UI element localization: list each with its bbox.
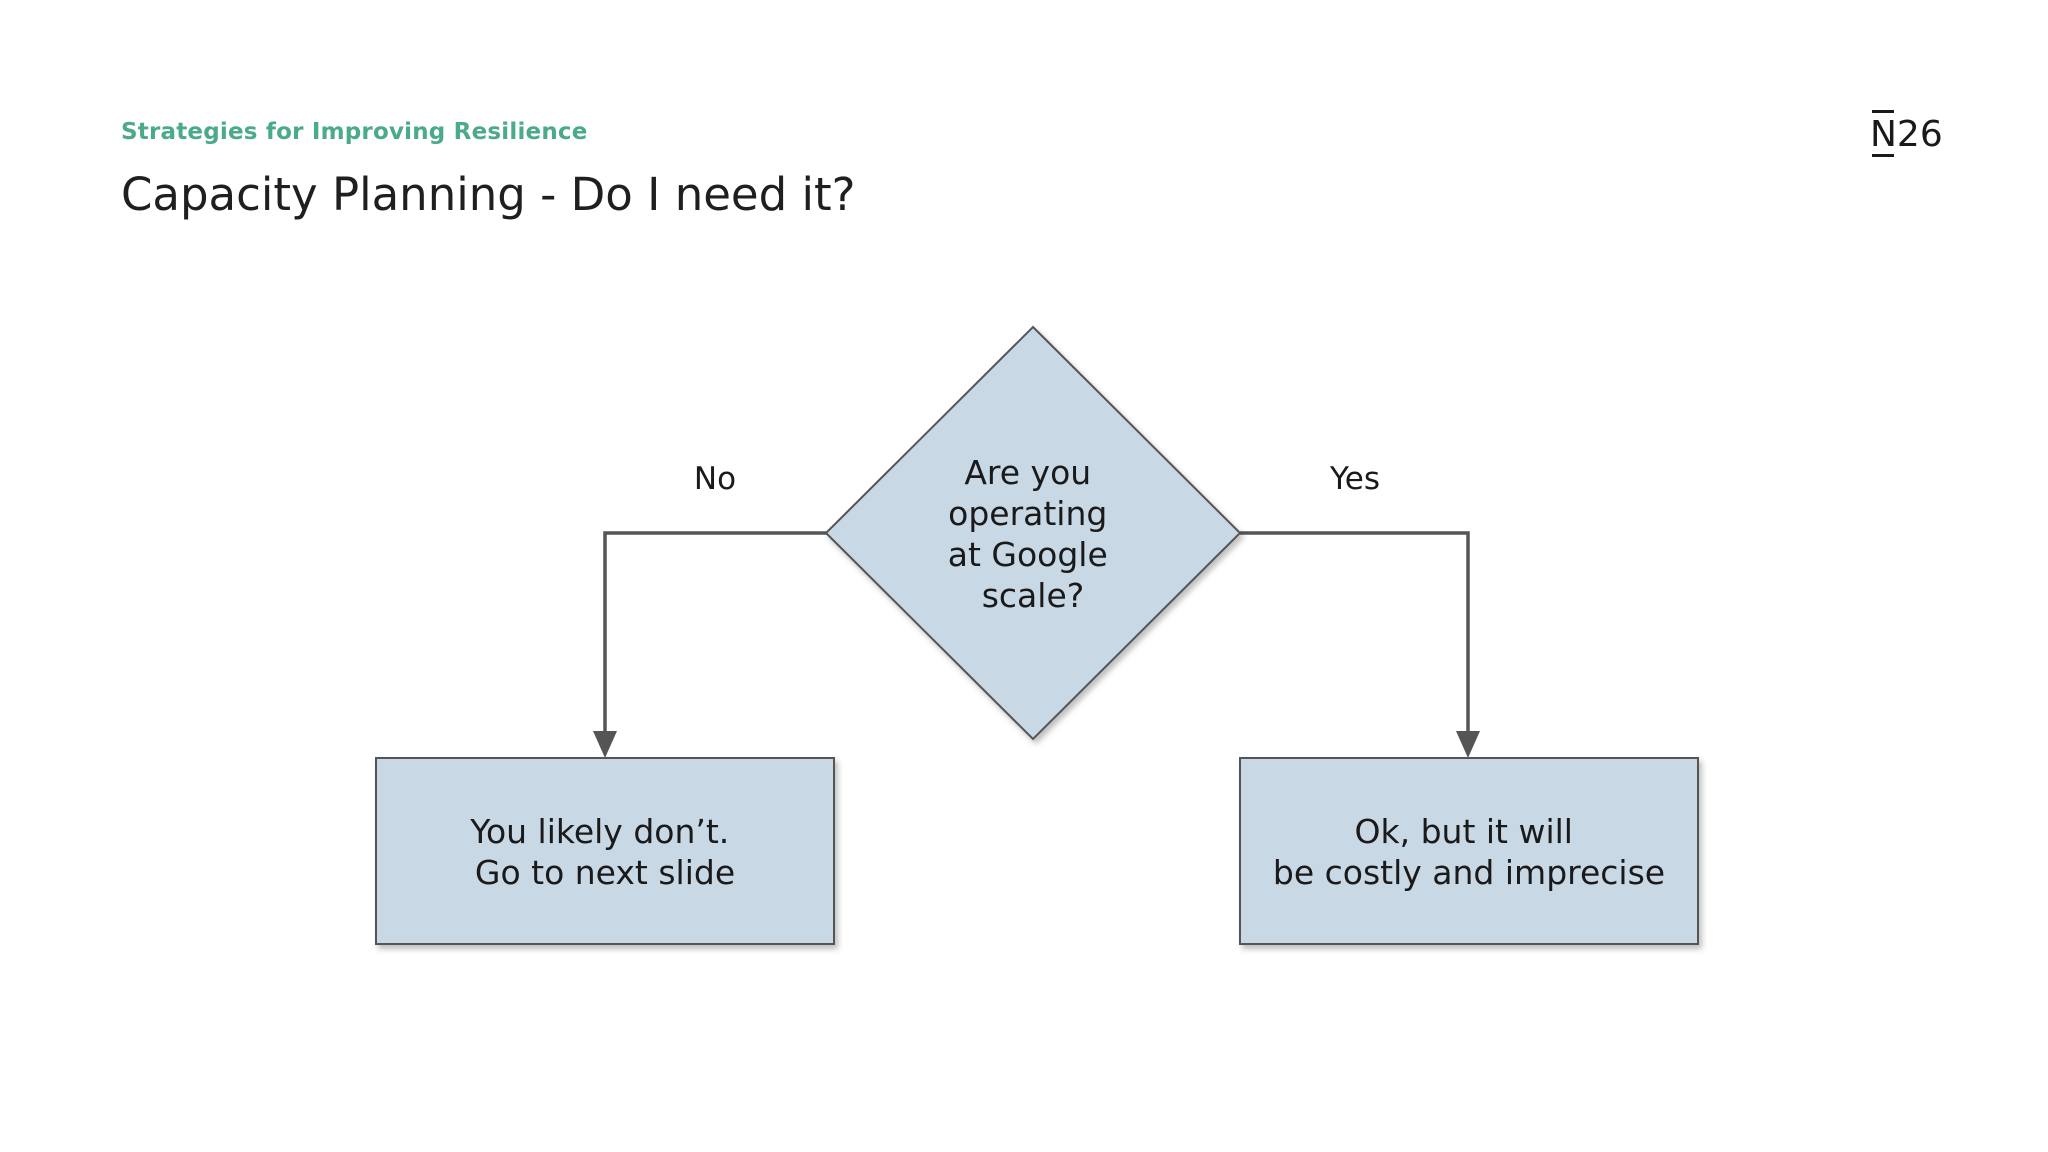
slide-title: Capacity Planning - Do I need it? [121,168,856,221]
branch-label-yes: Yes [1329,461,1380,497]
connector-no [603,531,828,742]
arrowhead-yes [1456,731,1480,758]
decision-diamond [824,325,1242,741]
decision-text: Are you operating at Google scale? [948,453,1119,615]
outcome-line: Go to next slide [475,853,735,892]
connector-yes [1240,531,1470,742]
arrowhead-no [593,731,617,758]
decision-line: Are you [964,453,1091,492]
outcome-line: be costly and imprecise [1273,853,1665,892]
decision-line: at Google [948,535,1108,574]
outcome-line: You likely don’t. [469,812,729,851]
outcome-line: Ok, but it will [1355,812,1573,851]
outcome-box-no [375,757,835,945]
branch-label-no: No [694,461,736,497]
outcome-text-yes: Ok, but it will be costly and imprecise [1273,812,1665,892]
logo-text: N26 [1870,114,1943,155]
n26-logo: N26 [1870,108,1954,160]
section-kicker: Strategies for Improving Resilience [121,119,588,145]
decision-line: scale? [982,576,1085,615]
outcome-text-no: You likely don’t. Go to next slide [469,812,740,892]
decision-line: operating [948,494,1107,533]
outcome-box-yes [1239,757,1699,945]
